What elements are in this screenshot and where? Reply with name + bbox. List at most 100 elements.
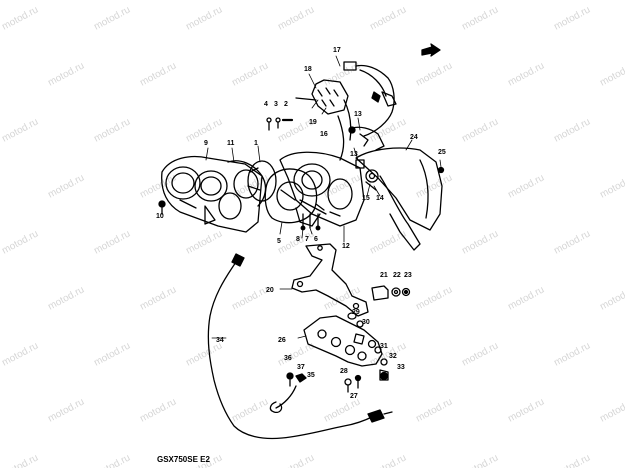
part-label: 26 (278, 337, 286, 344)
watermark-text: motod.ru (414, 284, 454, 312)
watermark-text: motod.ru (92, 116, 132, 144)
meter-cover (355, 147, 443, 251)
part-label: 10 (156, 213, 164, 220)
watermark-text: motod.ru (46, 60, 86, 88)
watermark-text: motod.ru (552, 228, 592, 256)
watermark-text: motod.ru (598, 60, 625, 88)
part-label: 37 (297, 364, 305, 371)
watermark-text: motod.ru (506, 60, 546, 88)
part-label: 31 (380, 343, 388, 350)
speedometer-cable (207, 253, 393, 440)
watermark-text: motod.ru (460, 340, 500, 368)
watermark-text: motod.ru (92, 4, 132, 32)
part-label: 24 (410, 134, 418, 141)
watermark-text: motod.ru (138, 396, 178, 424)
part-label: 21 (380, 272, 388, 279)
watermark-text: motod.ru (46, 284, 86, 312)
part-label: 9 (204, 140, 208, 147)
watermark-text: motod.ru (552, 452, 592, 468)
meter-upper-case (279, 151, 365, 227)
watermark-text: motod.ru (460, 452, 500, 468)
watermark-text: motod.ru (138, 284, 178, 312)
watermark-text: motod.ru (276, 4, 316, 32)
part-label: 19 (309, 119, 317, 126)
model-caption: GSX750SE E2 (157, 455, 210, 464)
watermark-text: motod.ru (460, 116, 500, 144)
watermark-text: motod.ru (0, 4, 40, 32)
watermark-text: motod.ru (46, 396, 86, 424)
part-label: 8 (296, 236, 300, 243)
watermark-text: motod.ru (506, 396, 546, 424)
watermark-text: motod.ru (368, 228, 408, 256)
part-label: 13 (354, 111, 362, 118)
watermark-text: motod.ru (230, 60, 270, 88)
part-label: 5 (277, 238, 281, 245)
indicator-bracket (303, 315, 383, 367)
instrument-drawing (158, 43, 445, 440)
watermark-text: motod.ru (414, 172, 454, 200)
part-label: 13 (350, 151, 358, 158)
watermark-text: motod.ru (552, 4, 592, 32)
watermark-text: motod.ru (414, 60, 454, 88)
part-label: 29 (352, 309, 360, 316)
part-label: 20 (266, 287, 274, 294)
part-label: 32 (389, 353, 397, 360)
watermark-text: motod.ru (322, 396, 362, 424)
leader-lines (161, 55, 442, 339)
part-label: 18 (304, 66, 312, 73)
watermark-text: motod.ru (552, 340, 592, 368)
watermark-text: motod.ru (368, 4, 408, 32)
watermark-text: motod.ru (506, 284, 546, 312)
watermark-text: motod.ru (184, 228, 224, 256)
part-label: 25 (438, 149, 446, 156)
part-label: 11 (227, 140, 235, 147)
part-label: 1 (254, 140, 258, 147)
watermark-text: motod.ru (414, 396, 454, 424)
part-label: 30 (362, 319, 370, 326)
watermark-text: motod.ru (460, 4, 500, 32)
watermark-text: motod.ru (92, 340, 132, 368)
watermark-text: motod.ru (0, 228, 40, 256)
part-label: 33 (397, 364, 405, 371)
meter-bracket (291, 243, 369, 317)
part-label: 35 (307, 372, 315, 379)
part-label: 4 (264, 101, 268, 108)
part-label: 7 (305, 236, 309, 243)
bulb-socket (355, 159, 379, 191)
watermark-text: motod.ru (460, 228, 500, 256)
plate-screws (344, 374, 362, 393)
grommets (347, 312, 389, 381)
watermark-text: motod.ru (230, 396, 270, 424)
watermark-text: motod.ru (598, 172, 625, 200)
watermark-text: motod.ru (184, 4, 224, 32)
wiring-harness (295, 61, 397, 161)
front-arrow-icon (421, 43, 441, 57)
part-label: 27 (350, 393, 358, 400)
watermark-text: motod.ru (276, 452, 316, 468)
watermark-text: motod.ru (184, 340, 224, 368)
damper-washer-nut (371, 285, 411, 301)
meter-lower-case (161, 155, 263, 233)
part-label: 22 (393, 272, 401, 279)
watermark-text: motod.ru (598, 284, 625, 312)
watermark-text: motod.ru (46, 172, 86, 200)
watermark-text: motod.ru (0, 340, 40, 368)
watermark-text: motod.ru (368, 452, 408, 468)
watermark-text: motod.ru (598, 396, 625, 424)
part-labels: 17 18 4 3 2 19 16 13 24 25 9 11 1 13 15 … (156, 47, 446, 400)
part-label: 3 (274, 101, 278, 108)
watermark-text: motod.ru (230, 284, 270, 312)
part-label: 34 (216, 337, 224, 344)
watermark-text: motod.ru (92, 452, 132, 468)
watermark-text: motod.ru (138, 60, 178, 88)
watermark-text: motod.ru (0, 452, 40, 468)
part-label: 36 (284, 355, 292, 362)
part-label: 14 (376, 195, 384, 202)
cable-clamp (269, 372, 307, 414)
meter-gasket (227, 160, 267, 207)
part-label: 2 (284, 101, 288, 108)
part-label: 23 (404, 272, 412, 279)
part-label: 15 (362, 195, 370, 202)
